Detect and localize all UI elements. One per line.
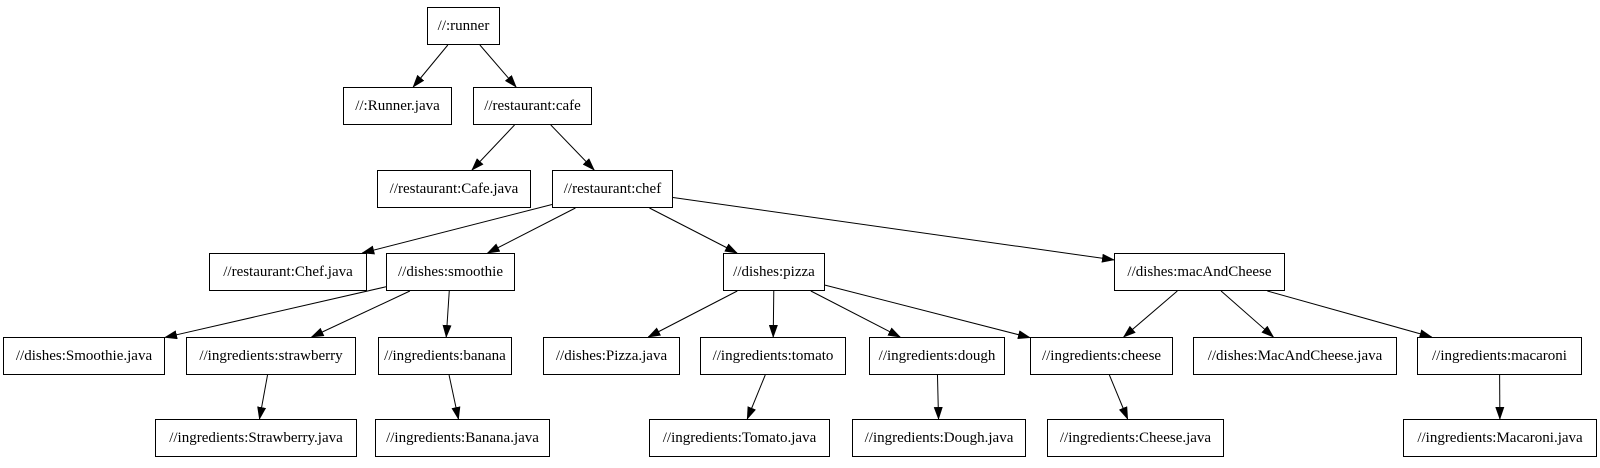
edge-pizza-to-pizza_java [647, 290, 738, 338]
graph-node-cafe: //restaurant:cafe [473, 87, 592, 125]
graph-node-macaroni_java: //ingredients:Macaroni.java [1403, 419, 1597, 457]
graph-node-pizza: //dishes:pizza [723, 253, 825, 291]
edge-runner-to-runner_java [412, 44, 449, 88]
edge-runner-to-cafe [479, 44, 517, 88]
edge-chef-to-smoothie [486, 207, 576, 254]
graph-node-banana_java: //ingredients:Banana.java [375, 419, 550, 457]
edge-chef-to-macandcheese [672, 197, 1115, 263]
edge-smoothie-to-banana [442, 290, 452, 338]
edges-group [164, 44, 1505, 420]
edge-dough-to-dough_java [933, 374, 943, 420]
graph-node-macandcheese_java: //dishes:MacAndCheese.java [1193, 337, 1397, 375]
edge-chef-to-chef_java [361, 203, 553, 255]
edge-smoothie-to-smoothie_java [164, 286, 387, 340]
graph-node-tomato_java: //ingredients:Tomato.java [649, 419, 830, 457]
edge-tomato-to-tomato_java [746, 374, 766, 420]
edge-banana-to-banana_java [448, 374, 461, 420]
edge-cheese-to-cheese_java [1108, 374, 1129, 420]
graph-node-smoothie_java: //dishes:Smoothie.java [3, 337, 165, 375]
graph-node-macandcheese: //dishes:macAndCheese [1114, 253, 1285, 291]
graph-node-banana: //ingredients:banana [378, 337, 512, 375]
edge-cafe-to-chef [550, 124, 595, 171]
graph-node-pizza_java: //dishes:Pizza.java [543, 337, 680, 375]
edge-macandcheese-to-cheese [1122, 290, 1178, 338]
graph-node-chef: //restaurant:chef [552, 170, 673, 208]
graph-node-dough: //ingredients:dough [869, 337, 1005, 375]
edge-pizza-to-cheese [824, 284, 1031, 340]
edge-macandcheese-to-macandcheese_java [1220, 290, 1275, 338]
edge-chef-to-pizza [649, 207, 738, 254]
edge-cafe-to-cafe_java [471, 124, 515, 171]
edge-smoothie-to-strawberry [310, 290, 411, 338]
graph-node-dough_java: //ingredients:Dough.java [852, 419, 1026, 457]
graph-node-runner_java: //:Runner.java [343, 87, 452, 125]
graph-node-macaroni: //ingredients:macaroni [1417, 337, 1582, 375]
edge-pizza-to-tomato [768, 290, 778, 338]
graph-node-cheese: //ingredients:cheese [1030, 337, 1173, 375]
graph-node-tomato: //ingredients:tomato [700, 337, 846, 375]
edge-macandcheese-to-macaroni [1267, 290, 1433, 339]
graph-node-strawberry: //ingredients:strawberry [186, 337, 356, 375]
edge-strawberry-to-strawberry_java [257, 374, 269, 420]
graph-node-strawberry_java: //ingredients:Strawberry.java [155, 419, 357, 457]
graph-node-cheese_java: //ingredients:Cheese.java [1047, 419, 1224, 457]
graph-node-runner: //:runner [427, 7, 500, 45]
graph-node-chef_java: //restaurant:Chef.java [209, 253, 367, 291]
graph-node-cafe_java: //restaurant:Cafe.java [377, 170, 531, 208]
graph-node-smoothie: //dishes:smoothie [386, 253, 515, 291]
edge-pizza-to-dough [810, 290, 902, 338]
